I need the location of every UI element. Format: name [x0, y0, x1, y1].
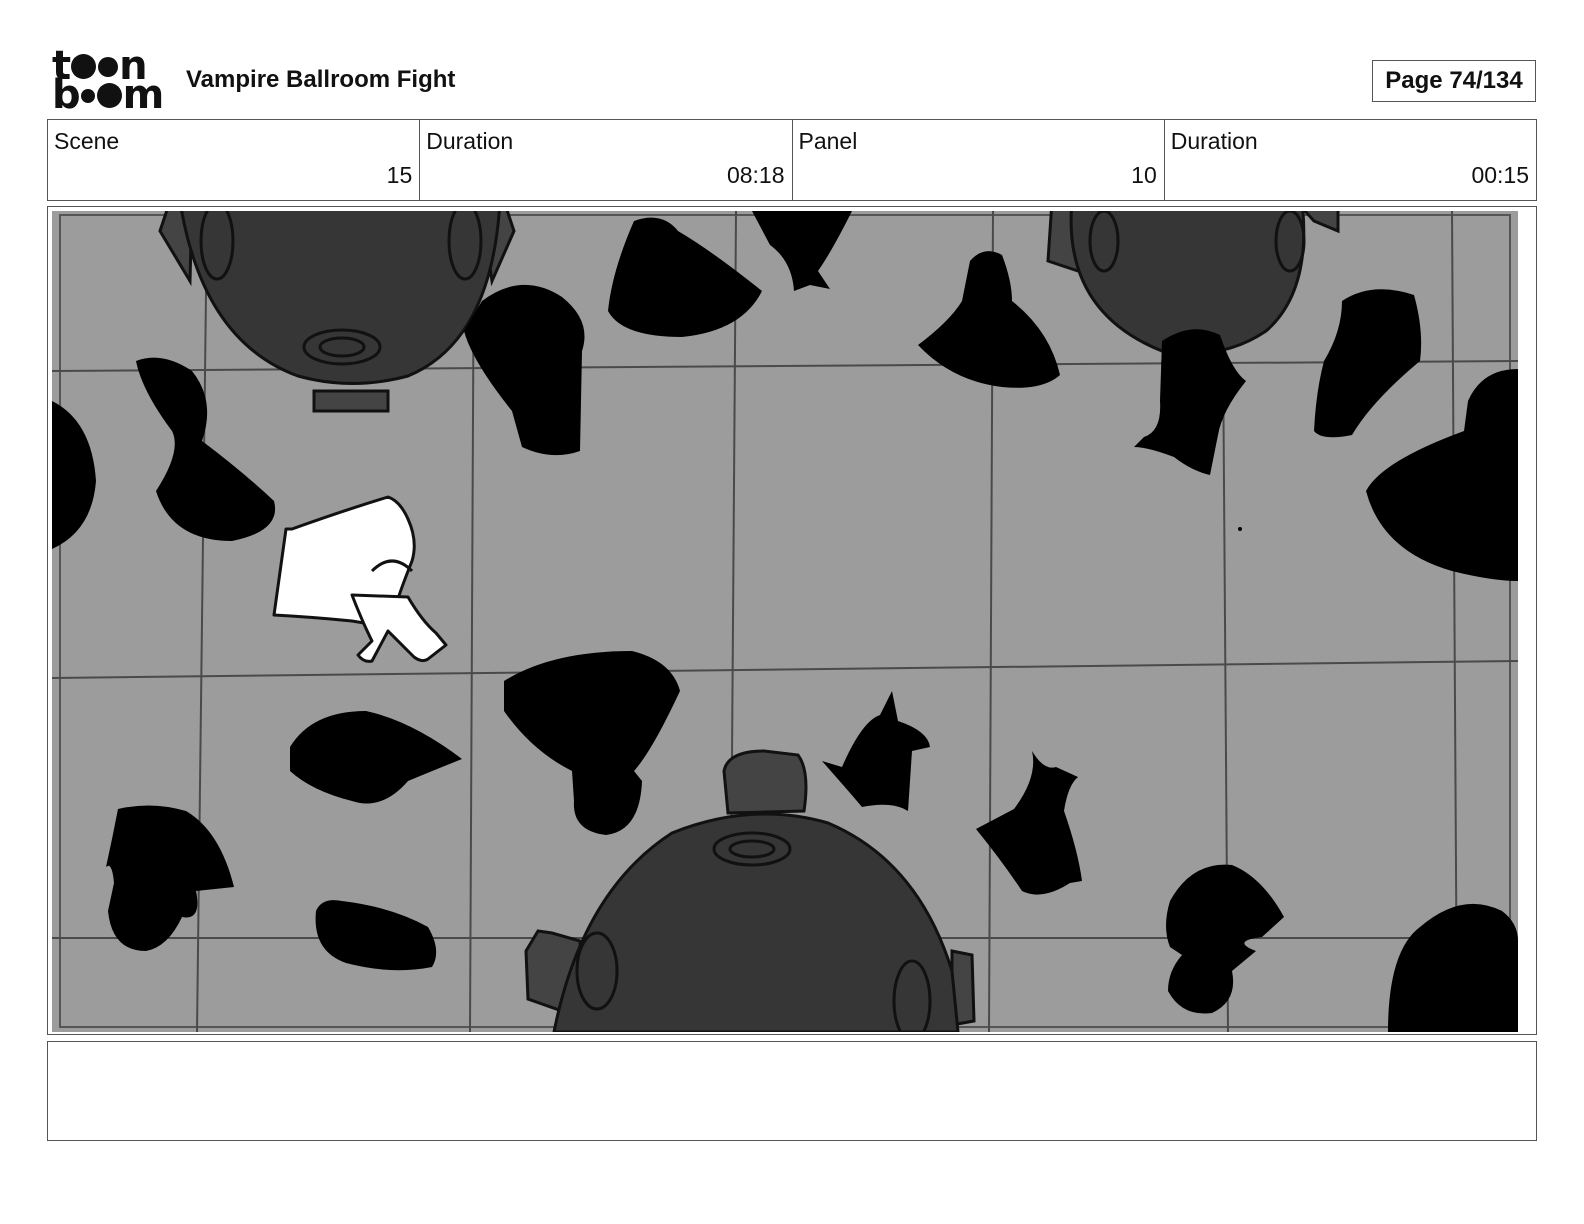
scene-cell: Scene 15 [48, 120, 421, 200]
top-left-figure [158, 211, 516, 413]
scene-duration-value: 08:18 [726, 162, 785, 188]
panel-duration-value: 00:15 [1471, 162, 1529, 188]
bottom-figure [524, 749, 976, 1032]
page-label: Page [1385, 67, 1443, 94]
page-value: 74/134 [1449, 67, 1523, 94]
page-indicator: Page 74/134 [1372, 60, 1536, 102]
top-right-figure [1046, 211, 1340, 355]
panel-cell: Panel 10 [793, 120, 1165, 200]
scene-value: 15 [386, 162, 413, 188]
panel-duration-cell: Duration 00:15 [1165, 120, 1536, 200]
panel-duration-label: Duration [1170, 128, 1258, 154]
scene-duration-label: Duration [426, 128, 514, 154]
scene-info-row: Scene 15 Duration 08:18 Panel 10 Duratio… [47, 119, 1537, 201]
dancer-silhouettes [52, 211, 1518, 1032]
white-fallen-figure [272, 495, 448, 663]
panel-value: 10 [1131, 162, 1157, 188]
panel-label: Panel [798, 128, 858, 154]
panel-notes-box[interactable] [47, 1041, 1537, 1141]
storyboard-panel [47, 206, 1537, 1035]
storyboard-title: Vampire Ballroom Fight [186, 66, 456, 93]
panel-artwork [52, 211, 1518, 1032]
scene-duration-cell: Duration 08:18 [420, 120, 793, 200]
scene-label: Scene [54, 128, 120, 154]
